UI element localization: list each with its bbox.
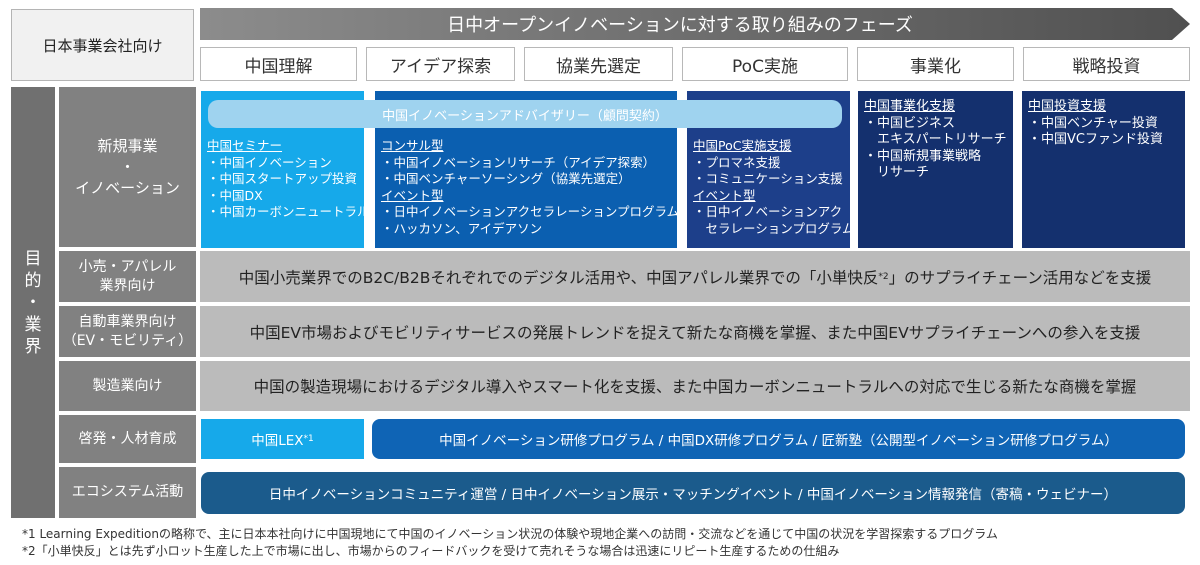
row-label-talent: 啓発・人材育成	[59, 415, 196, 463]
phase-arrow	[200, 8, 1190, 40]
row-label-line: イノベーション	[75, 178, 180, 197]
box-title: 中国セミナー	[207, 138, 283, 153]
box-commercialization-support: 中国事業化支援 ・中国ビジネス エキスパートリサーチ ・中国新規事業戦略 リサー…	[858, 91, 1013, 248]
footnote-1: *1 Learning Expeditionの略称で、主に日本本社向けに中国現地…	[22, 527, 998, 541]
target-audience-label: 日本事業会社向け	[11, 9, 194, 81]
box-title: コンサル型	[381, 138, 444, 153]
box-item: ・中国DX	[207, 187, 263, 203]
row-label-manufacturing: 製造業向け	[59, 361, 196, 411]
row-label-line: 新規事業	[97, 136, 158, 155]
row-label-line: 業界向け	[99, 277, 156, 294]
phase-poc: PoC実施	[682, 47, 848, 81]
box-item: ・日中イノベーションアク	[693, 204, 843, 219]
phase-partner-selection: 協業先選定	[524, 47, 673, 81]
box-item: セラレーションプログラム	[693, 220, 851, 236]
auto-description: 中国EV市場およびモビリティサービスの発展トレンドを捉えて新たな商機を掌握、また…	[200, 306, 1190, 357]
side-char: 的	[24, 270, 42, 291]
box-title: 中国PoC実施支援	[693, 138, 792, 153]
box-item: ・中国ビジネス	[864, 115, 956, 131]
lex-label: 中国LEX	[251, 433, 304, 449]
box-item: ・中国イノベーション	[207, 154, 332, 170]
row-label-retail: 小売・アパレル 業界向け	[59, 251, 196, 302]
box-item: ・日中イノベーションアクセラレーションプログラム	[381, 204, 677, 219]
ecosystem-box: 日中イノベーションコミュニティ運営 / 日中イノベーション展示・マッチングイベン…	[201, 472, 1185, 514]
side-char: ・	[24, 292, 42, 313]
box-title: イベント型	[693, 187, 756, 203]
footnote-ref-2: *2	[878, 271, 889, 282]
box-item: ・中国ベンチャー投資	[1028, 115, 1158, 131]
box-item: エキスパートリサーチ	[864, 132, 1007, 147]
box-item: ・コミュニケーション支援	[693, 171, 843, 186]
box-investment-support: 中国投資支援 ・中国ベンチャー投資 ・中国VCファンド投資	[1022, 91, 1185, 248]
box-item: ・ハッカソン、アイデアソン	[381, 220, 543, 236]
footnote-ref-1: *1	[303, 434, 314, 444]
phase-commercialization: 事業化	[857, 47, 1014, 81]
arrow-shape	[200, 8, 1190, 40]
box-item: ・中国イノベーションリサーチ（アイデア探索）	[381, 154, 656, 170]
box-item: ・中国スタートアップ投資	[207, 171, 358, 186]
row-label-ecosystem: エコシステム活動	[59, 467, 196, 518]
side-char: 業	[24, 314, 42, 335]
row-label-new-business: 新規事業 ・ イノベーション	[59, 87, 196, 247]
box-item: ・中国VCファンド投資	[1028, 132, 1163, 147]
row-label-line: 製造業向け	[92, 377, 163, 394]
row-label-line: ・	[119, 157, 135, 176]
box-title: 中国投資支援	[1028, 99, 1107, 114]
box-china-seminar: 中国セミナー ・中国イノベーション ・中国スタートアップ投資 ・中国DX ・中国…	[201, 91, 364, 248]
retail-text-post: 」のサプライチェーン活用などを支援	[888, 268, 1152, 287]
box-title: イベント型	[381, 187, 444, 203]
phase-understanding: 中国理解	[200, 47, 357, 81]
row-label-line: 小売・アパレル	[78, 258, 177, 275]
purpose-industry-label: 目 的 ・ 業 界	[11, 87, 55, 518]
side-char: 目	[24, 248, 42, 269]
box-item: ・中国カーボンニュートラル	[207, 204, 364, 219]
retail-text-pre: 中国小売業界でのB2C/B2Bそれぞれでのデジタル活用や、中国アパレル業界での「…	[238, 268, 879, 287]
row-label-line: （EV・モビリティ）	[62, 332, 193, 349]
footnote-2: *2「小単快反」とは先ず小ロット生産した上で市場に出し、市場からのフィードバック…	[22, 544, 840, 558]
phase-strategic-investment: 戦略投資	[1023, 47, 1190, 81]
retail-description: 中国小売業界でのB2C/B2Bそれぞれでのデジタル活用や、中国アパレル業界での「…	[200, 251, 1190, 302]
manufacturing-description: 中国の製造現場におけるデジタル導入やスマート化を支援、また中国カーボンニュートラ…	[200, 361, 1190, 411]
box-item: ・中国ベンチャーソーシング（協業先選定）	[381, 171, 631, 186]
box-title: 中国事業化支援	[864, 99, 956, 114]
training-programs-box: 中国イノベーション研修プログラム / 中国DX研修プログラム / 匠新塾（公開型…	[372, 419, 1185, 459]
china-lex-box: 中国LEX*1	[201, 419, 364, 459]
box-item: ・中国新規事業戦略	[864, 148, 982, 164]
box-item: ・プロマネ支援	[693, 154, 781, 170]
side-char: 界	[24, 336, 42, 357]
row-label-auto: 自動車業界向け （EV・モビリティ）	[59, 306, 196, 357]
row-label-line: 啓発・人材育成	[78, 430, 177, 447]
row-label-line: 自動車業界向け	[78, 313, 177, 330]
box-item: リサーチ	[864, 165, 930, 180]
row-label-line: エコシステム活動	[71, 484, 184, 500]
advisory-bar: 中国イノベーションアドバイザリー（顧問契約）	[208, 100, 842, 128]
phase-idea-exploration: アイデア探索	[366, 47, 515, 81]
phase-title: 日中オープンイノベーションに対する取り組みのフェーズ	[447, 15, 913, 36]
